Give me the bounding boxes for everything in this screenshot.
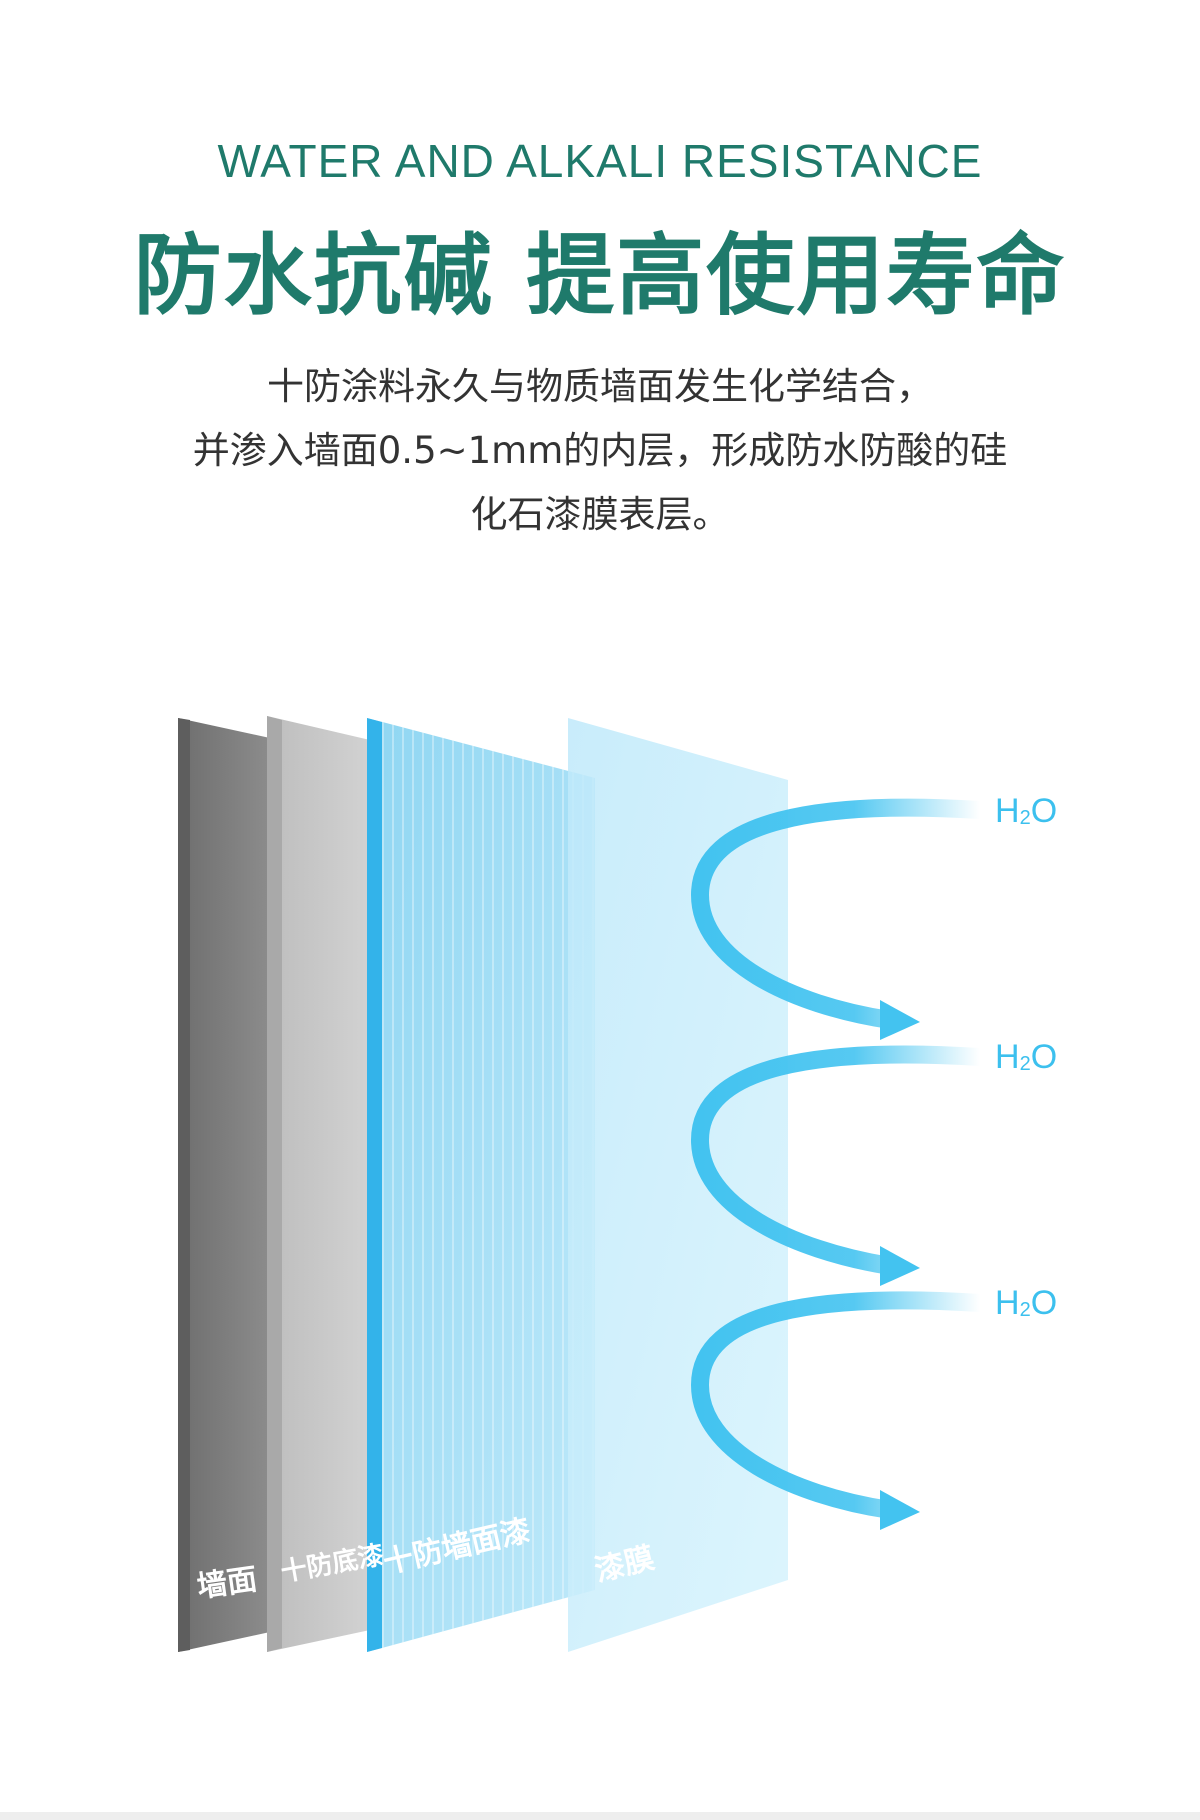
layer-label-wall: 墙面 [194,1562,260,1606]
description: 十防涂料永久与物质墙面发生化学结合， 并渗入墙面0.5~1mm的内层，形成防水防… [110,355,1090,547]
description-line-2: 并渗入墙面0.5~1mm的内层，形成防水防酸的硅 [192,429,1008,472]
water-label-1-base: H [995,792,1020,830]
water-label-3-tail: O [1030,1284,1058,1322]
water-label-1-tail: O [1030,792,1058,830]
water-arrow-1 [690,798,989,1040]
water-label-2-sub: 2 [1019,1053,1031,1075]
subtitle-english: WATER AND ALKALI RESISTANCE [217,135,983,187]
water-label-3: H2O [995,1284,1057,1323]
layer-diagram: 墙面 十防底漆 十防墙面漆 漆膜 H2O H2O H2O [0,690,1200,1670]
water-label-1: H2O [995,792,1057,831]
page-title: 防水抗碱 提高使用寿命 [133,224,1067,327]
layer-wall [178,718,270,1652]
layer-topcoat [367,718,595,1652]
layer-film [568,718,788,1652]
layer-diagram-graphic [178,716,989,1652]
water-label-1-sub: 2 [1019,807,1031,829]
description-line-3: 化石漆膜表层。 [470,493,730,536]
water-label-3-sub: 2 [1019,1299,1031,1321]
layer-primer [267,716,370,1652]
water-label-2-tail: O [1030,1038,1058,1076]
water-label-3-base: H [995,1284,1020,1322]
water-arrow-2 [690,1045,989,1286]
water-label-2-base: H [995,1038,1020,1076]
description-line-1: 十防涂料永久与物质墙面发生化学结合， [267,365,933,408]
bottom-divider [0,1812,1200,1820]
water-label-2: H2O [995,1038,1057,1077]
water-arrow-3 [690,1291,989,1530]
